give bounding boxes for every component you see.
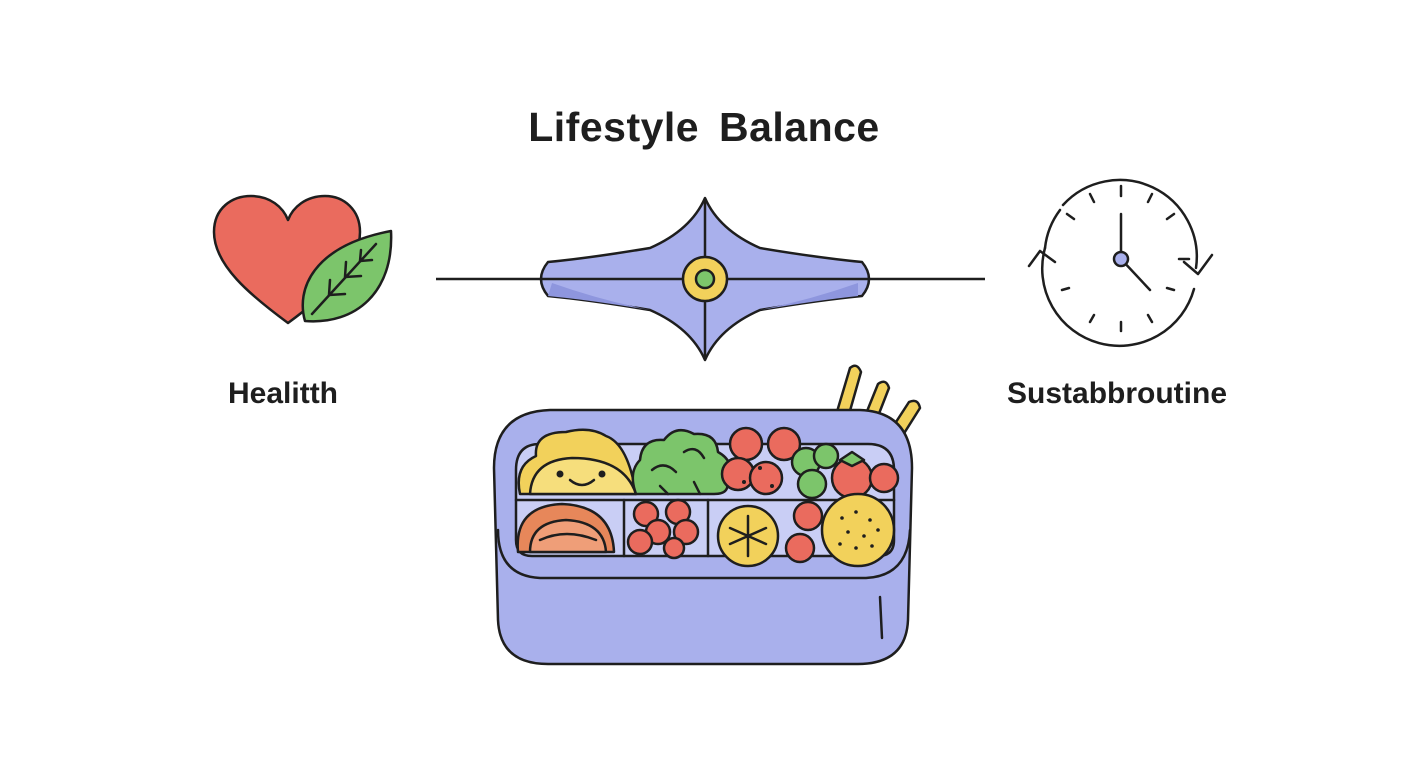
right-label: Sustabbroutine xyxy=(1007,377,1228,410)
left-label: Healitth xyxy=(228,377,339,410)
balance-scale-icon xyxy=(539,196,871,362)
clock-cycle-icon xyxy=(1027,178,1214,348)
diagram-title: Lifestyle Balance xyxy=(528,104,880,150)
bento-box-icon xyxy=(492,364,922,666)
heart-leaf-icon xyxy=(212,194,393,325)
